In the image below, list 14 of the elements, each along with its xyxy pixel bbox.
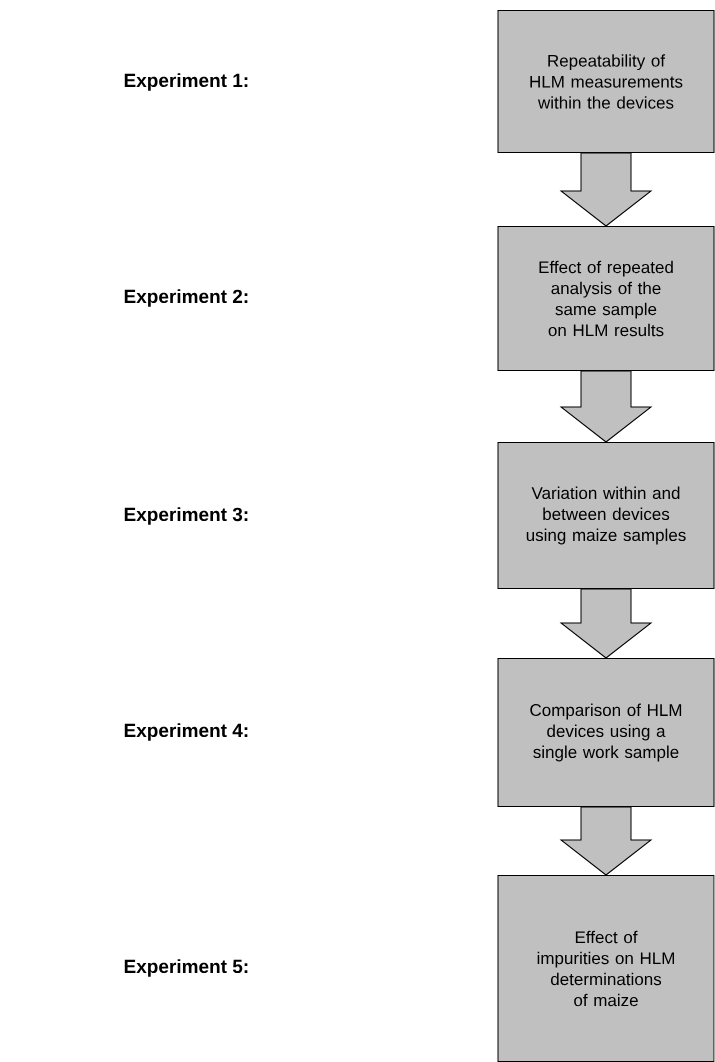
process-box: Comparison of HLM devices using a single work sample [497,658,715,807]
experiment-label: Experiment 5: [124,959,248,977]
block-arrow [560,370,652,443]
process-box: Variation within and between devices using maize samples [497,442,715,589]
process-box: Effect of impurities on HLM determinations of maize [497,875,715,1062]
process-box: Effect of repeated analysis of the same sample on HLM results [497,226,715,371]
block-arrow [560,806,652,876]
experiment-label: Experiment 3: [124,507,248,525]
process-box: Repeatability of HLM measurements within the devices [497,10,715,153]
experiment-label: Experiment 1: [124,73,248,91]
block-arrow [560,152,652,227]
block-arrow [560,588,652,659]
experiment-label: Experiment 2: [124,289,248,307]
experiment-label: Experiment 4: [124,723,248,741]
